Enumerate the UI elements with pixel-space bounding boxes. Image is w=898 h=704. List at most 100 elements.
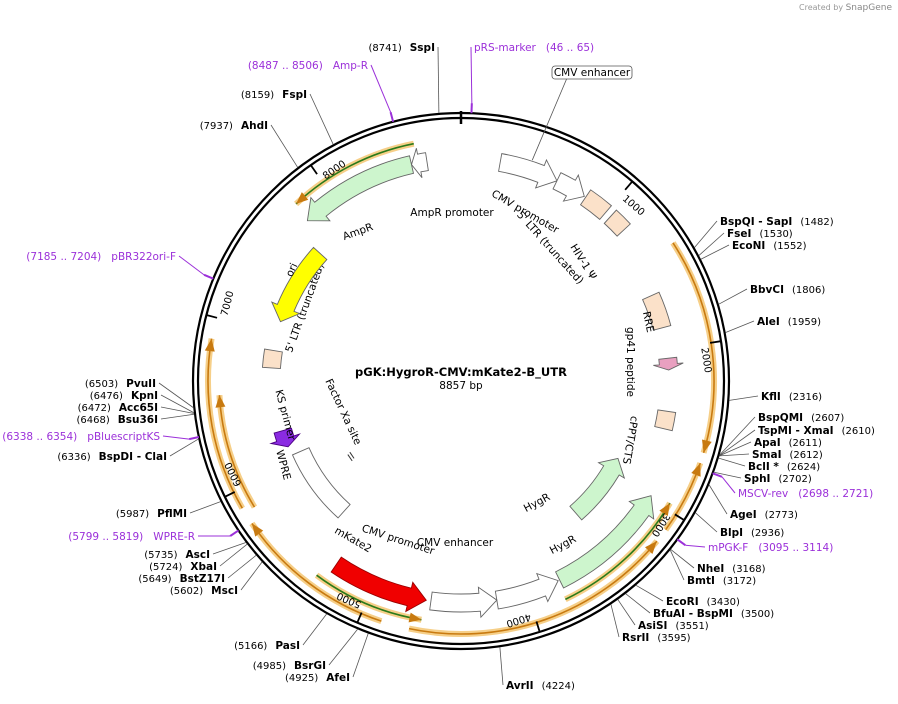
site-name: BlpI [720,527,743,539]
site-econi[interactable]: EcoNI(1552) [700,240,807,260]
site-sphi[interactable]: SphI(2702) [713,471,812,485]
site-position: (3500) [741,609,774,620]
primer-range: (46 .. 65) [546,42,594,54]
site-bsrgi[interactable]: BsrGI(4985) [253,629,358,672]
site-position: (4985) [253,661,286,672]
site-bspqmi[interactable]: BspQMI(2607) [719,412,845,456]
site-fspi[interactable]: FspI(8159) [241,89,334,145]
primer-name: WPRE-R [153,531,195,543]
site-bsu36i[interactable]: Bsu36I(6468) [76,413,195,426]
feature-ori[interactable]: ori [270,246,328,323]
feature-shape [641,291,672,331]
site-leader [718,288,748,305]
site-position: (3551) [675,621,708,632]
site-position: (2610) [842,426,875,437]
site-name: KpnI [131,390,158,402]
site-name: SspI [410,42,435,54]
site-ahdi[interactable]: AhdI(7937) [200,120,298,168]
site-sspi[interactable]: SspI(8741) [368,42,440,113]
feature-hygr-1[interactable]: HygR [522,457,626,521]
feature-gp41-peptide[interactable]: gp41 peptide [624,327,684,397]
feature-rre[interactable]: RRE [640,291,672,334]
site-pflmi[interactable]: PflMI(5987) [116,501,221,520]
tick-mark-8000 [310,164,318,175]
site-fsei[interactable]: FseI(1530) [698,228,793,256]
site-leader [499,647,504,686]
site-pvuii[interactable]: PvuII(6503) [85,378,194,408]
feature-shape [429,586,498,619]
site-position: (5987) [116,509,149,520]
site-apai[interactable]: ApaI(2611) [719,437,822,457]
site-leader [625,593,651,614]
orf-arrowhead [296,192,309,204]
feature-cppt-cts[interactable]: cPPT/CTS [620,409,677,465]
site-position: (5166) [234,641,267,652]
site-alei[interactable]: AleI(1959) [725,316,822,333]
feature-shape [654,409,677,432]
site-bstz17i[interactable]: BstZ17I(5649) [138,555,257,585]
orf-arrowhead [251,523,264,537]
snapgene-logo: Created by SnapGene [799,3,892,13]
site-asci[interactable]: AscI(5735) [144,542,247,561]
orf-arrowhead [215,395,226,408]
site-bmti[interactable]: BmtI(3172) [669,549,756,587]
site-bbvci[interactable]: BbvCI(1806) [718,284,826,305]
logo-name: SnapGene [845,3,892,13]
tick-mark-6000 [224,491,236,498]
tick-mark-2000 [709,340,722,344]
feature-ks-primer[interactable]: KS primer [269,388,301,448]
site-position: (6503) [85,379,118,390]
feature-factor-xa-site[interactable]: Factor Xa site [322,377,364,462]
primer-name: pBluescriptKS [87,431,160,443]
primer-amp-r[interactable]: Amp-R(8487 .. 8506) [248,60,395,122]
site-afei[interactable]: AfeI(4925) [285,633,369,684]
site-bspdi-clai[interactable]: BspDI - ClaI(6336) [57,438,199,463]
feature-ampr[interactable]: AmpR [306,155,415,243]
feature-wpre[interactable]: WPRE [273,447,351,519]
site-kfli[interactable]: KflI (2316) [729,391,822,403]
site-name: KflI [761,391,781,403]
site-avrii[interactable]: AvrII(4224) [499,647,575,692]
site-name: BspDI - ClaI [99,451,167,463]
orf-arrowhead [701,439,712,453]
site-name: NheI [697,563,724,575]
feature-ampr-promoter[interactable]: AmpR promoter [410,148,494,219]
site-blpi[interactable]: BlpI(2936) [695,512,785,539]
site-leader [270,124,298,168]
site-name: FspI [282,89,307,101]
primer-prs-marker[interactable]: pRS-marker(46 .. 65) [470,42,594,114]
site-acc65i[interactable]: Acc65I(6472) [78,402,195,414]
site-xbai[interactable]: XbaI(5724) [149,543,248,573]
site-agei[interactable]: AgeI(2773) [708,484,798,521]
site-position: (6468) [76,415,109,426]
feature-hygr-2[interactable]: HygR [548,495,655,589]
site-bfuai-bspmi[interactable]: BfuAI - BspMI(3500) [625,593,775,620]
site-rsrii[interactable]: RsrII(3595) [610,604,691,644]
site-msci[interactable]: MscI(5602) [170,561,263,597]
site-leader [169,438,199,457]
site-pasi[interactable]: PasI(5166) [234,613,327,652]
feature-label: HygR [548,533,578,557]
primer-leader [470,46,473,104]
site-nhei[interactable]: NheI(3168) [670,549,766,575]
site-name: TspMI - XmaI [758,425,834,437]
primer-mscv-rev[interactable]: MSCV-rev(2698 .. 2721) [712,472,874,500]
primer-pbluescriptks[interactable]: pBluescriptKS(6338 .. 6354) [2,431,200,443]
site-bcli[interactable]: BclI *(2624) [718,457,821,473]
site-smai[interactable]: SmaI(2612) [719,449,823,461]
site-ecori[interactable]: EcoRI(3430) [635,584,740,608]
site-position: (2316) [789,392,822,403]
feature-label: AmpR promoter [410,207,494,219]
feature-cmv-enhancer[interactable]: CMV enhancer [498,65,633,189]
primer-name: Amp-R [333,60,368,72]
site-kpni[interactable]: KpnI(6476) [90,390,195,414]
primer-pbr322ori-f[interactable]: pBR322ori-F(7185 .. 7204) [26,251,214,280]
site-asisi[interactable]: AsiSI(3551) [617,599,709,632]
site-name: BclI * [748,461,779,473]
site-leader [729,395,759,401]
primer-mpgk-f[interactable]: mPGK-F(3095 .. 3114) [676,538,833,554]
site-leader [718,457,746,467]
site-bspqi-sapi[interactable]: BspQI - SapI(1482) [694,216,834,248]
primer-wpre-r[interactable]: WPRE-R(5799 .. 5819) [68,529,240,543]
site-tspmi-xmai[interactable]: TspMI - XmaI (2610) [719,425,875,456]
